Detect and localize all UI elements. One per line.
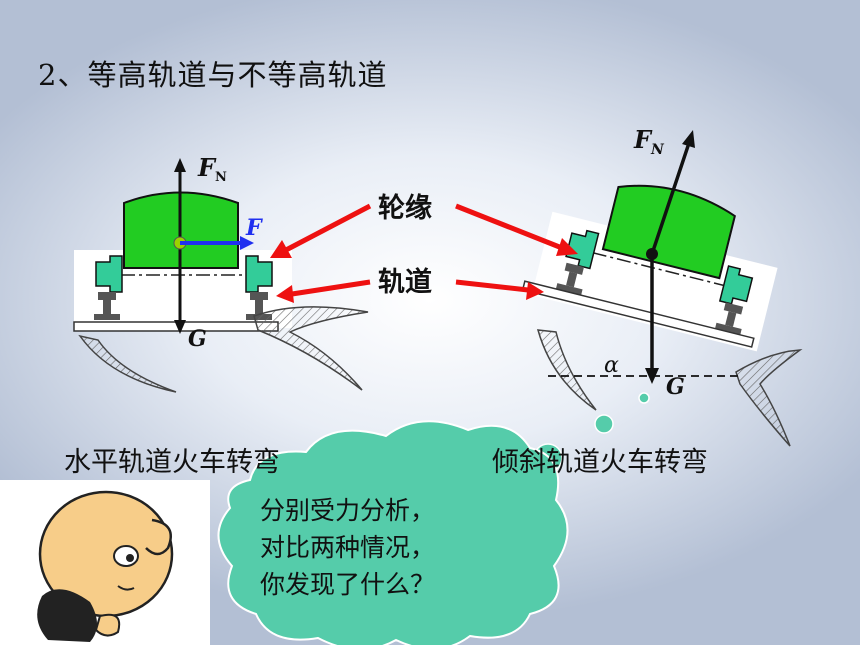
left-friction-force-arrowhead [240, 236, 254, 250]
right-ground-left [536, 329, 597, 411]
bubble-line-2: 对比两种情况， [260, 533, 436, 562]
thought-bubble-text: 分别受力分析， 对比两种情况， 你发现了什么？ [260, 492, 520, 603]
flange-arrow-right [455, 203, 563, 251]
character-mouth [117, 585, 135, 591]
left-flange-left [95, 255, 123, 293]
right-angle-label: α [604, 353, 619, 378]
right-car-body [601, 184, 736, 280]
thought-bubble [217, 392, 650, 645]
right-rail-left [564, 262, 585, 275]
right-normal-force-arrowhead [682, 130, 695, 148]
left-normal-force-arrowhead [174, 158, 186, 172]
right-diagram: α FN G [521, 125, 803, 447]
bubble-line-1: 分别受力分析， [260, 496, 436, 525]
bubble-cloud [217, 420, 569, 645]
right-ground-right [735, 349, 803, 447]
right-rail-left-base [555, 283, 583, 296]
left-diagram-caption: 水平轨道火车转弯 [64, 447, 280, 478]
track-label: 轨道 [378, 267, 432, 298]
flange-arrow-right-head [556, 238, 578, 256]
left-rail-right-web [255, 300, 263, 314]
wheel-flange-label: 轮缘 [378, 193, 432, 224]
character-ear [145, 518, 172, 556]
left-ground-right [253, 306, 369, 391]
right-rail-right-web [725, 311, 737, 327]
right-diagram-caption: 倾斜轨道火车转弯 [492, 447, 708, 478]
track-arrow-left-head [276, 285, 294, 303]
track-arrow-left [291, 279, 371, 297]
bubble-line-3: 你发现了什么？ [260, 570, 436, 599]
character-pupil [126, 554, 134, 562]
right-center-of-mass [646, 248, 658, 260]
flange-arrow-left [284, 203, 372, 253]
right-rail-right-base [715, 322, 742, 335]
bubble-dot-medium [594, 414, 614, 434]
right-gravity-arrowhead [645, 368, 659, 384]
left-rail-left-base [94, 314, 120, 320]
left-rail-left [98, 292, 116, 300]
right-normal-force-label: FN [633, 125, 665, 158]
left-flange-right [245, 255, 273, 293]
flange-arrow-left-head [270, 240, 292, 258]
left-gravity-label: G [188, 326, 207, 352]
character-hand [94, 613, 121, 637]
left-ground-left [78, 334, 177, 393]
left-normal-force-label: FN [197, 153, 227, 185]
bubble-dot-small [638, 392, 650, 404]
right-gravity-label: G [666, 374, 685, 400]
track-arrow-right-head [526, 282, 544, 300]
left-rail-left-web [103, 300, 111, 314]
left-diagram: FN F G [73, 153, 369, 393]
indicator-arrows [270, 203, 578, 303]
right-flange-left [565, 229, 600, 270]
cartoon-character [0, 480, 210, 645]
right-flange-right [718, 265, 754, 305]
slide-heading: 2、等高轨道与不等高轨道 [38, 58, 388, 92]
left-gravity-arrowhead [174, 320, 186, 334]
right-normal-force-arrow [650, 139, 692, 255]
right-rail-right [723, 302, 744, 315]
character-body [37, 589, 97, 642]
left-friction-force-label: F [245, 215, 263, 241]
character-eye [113, 545, 139, 567]
right-rail-left-web [566, 271, 578, 288]
right-sleeper [521, 280, 755, 348]
left-rail-right [250, 292, 268, 300]
right-axle-centerline [568, 245, 750, 293]
track-arrow-right [455, 279, 529, 293]
